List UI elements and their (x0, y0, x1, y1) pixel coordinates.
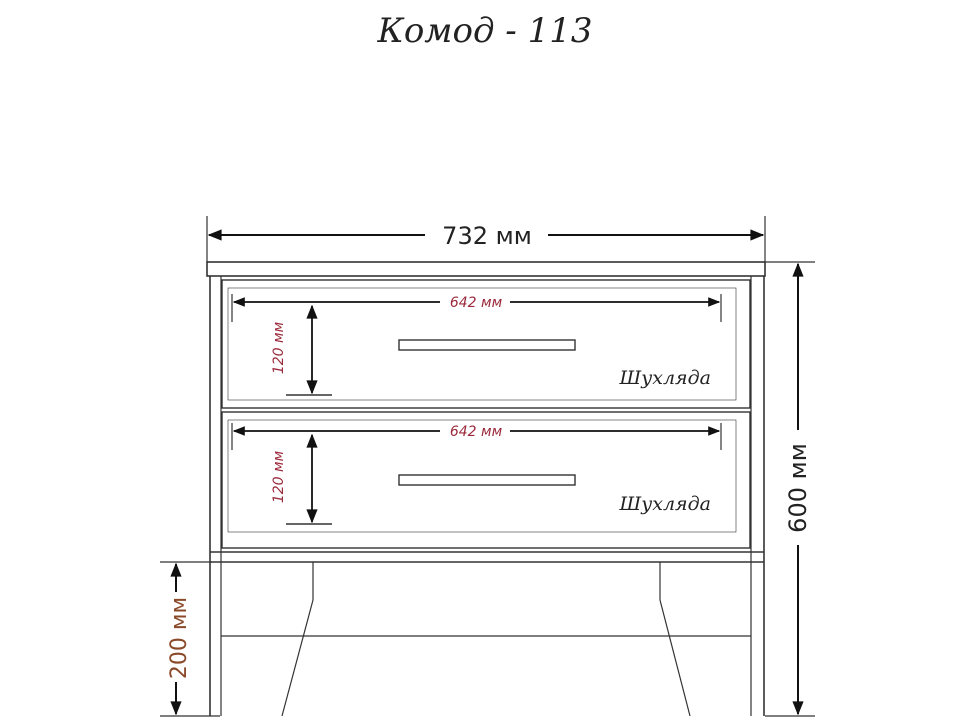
drawer-1-handle (398, 339, 576, 351)
drawer-2-label: Шухляда (619, 493, 711, 515)
dresser-outline (206, 261, 766, 717)
drawer-1-label: Шухляда (619, 367, 711, 389)
page-title: Комод - 113 (377, 11, 593, 51)
drawer-1-width-label: 642 мм (450, 295, 503, 311)
overall-width-dimension: 732 мм (206, 216, 766, 262)
drawer-2-handle (398, 474, 576, 486)
overall-height-label: 600 мм (784, 443, 812, 533)
leg-height-label: 200 мм (167, 597, 192, 679)
drawer-2-height-label: 120 мм (271, 450, 287, 503)
overall-width-label: 732 мм (442, 222, 532, 250)
drawer-2-dimensions: 642 мм 120 мм Шухляда (231, 423, 722, 525)
drawer-1-dimensions: 642 мм 120 мм Шухляда (231, 294, 722, 396)
overall-height-dimension: 600 мм (765, 261, 815, 717)
drawer-1-height-label: 120 мм (271, 321, 287, 374)
leg-height-dimension: 200 мм (160, 561, 220, 717)
drawer-2-width-label: 642 мм (450, 424, 503, 440)
